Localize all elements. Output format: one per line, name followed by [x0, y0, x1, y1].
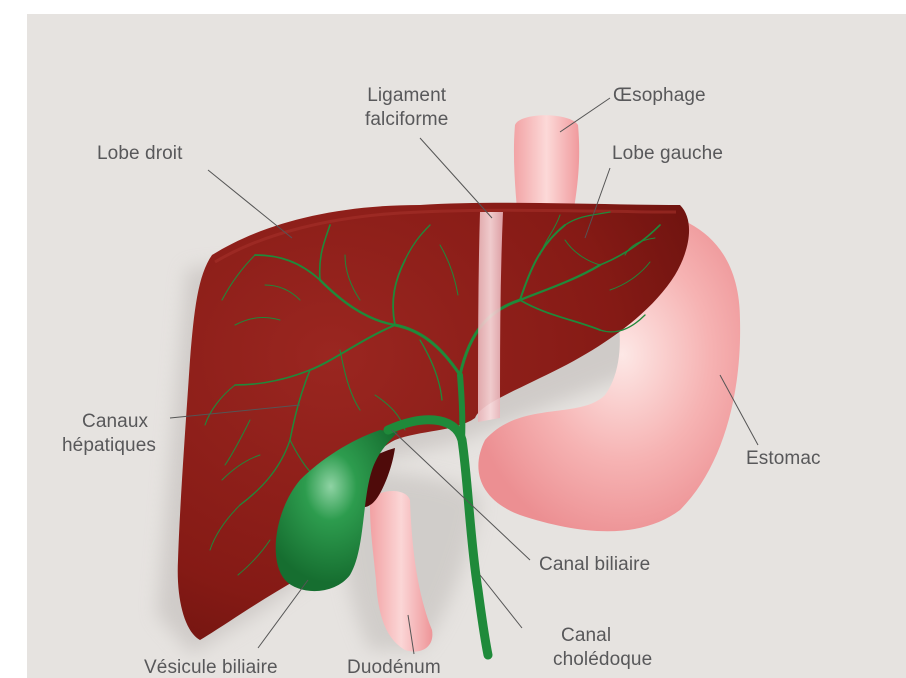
label-duodenum: Duodénum — [347, 656, 441, 678]
label-oesophage-text: Œsophage — [613, 84, 706, 108]
label-oesophage: Œsophage — [613, 84, 706, 108]
label-canal-biliaire: Canal biliaire — [539, 553, 650, 577]
label-estomac: Estomac — [746, 447, 821, 471]
label-ligament-line2: falciforme — [365, 108, 448, 132]
liver-anatomy-figure — [27, 14, 906, 678]
label-lobe-droit: Lobe droit — [97, 142, 183, 166]
label-lobe-droit-text: Lobe droit — [97, 142, 183, 166]
leader-oesophage — [560, 98, 610, 132]
label-canaux-line2: hépatiques — [62, 434, 156, 458]
label-vesicule-biliaire: Vésicule biliaire — [144, 656, 278, 678]
leader-lobe-droit — [208, 170, 292, 238]
label-ligament-line1: Ligament — [365, 84, 448, 108]
label-canaux-hepatiques: Canaux hépatiques — [62, 410, 156, 458]
hepatic-duct-trunk — [460, 375, 462, 440]
label-lobe-gauche: Lobe gauche — [612, 142, 723, 166]
diagram-canvas: Ligament falciforme Œsophage Lobe droit … — [27, 14, 906, 678]
label-ligament-falciforme: Ligament falciforme — [365, 84, 448, 132]
label-canal-biliaire-text: Canal biliaire — [539, 553, 650, 577]
falciform-ligament — [478, 212, 503, 422]
label-duodenum-text: Duodénum — [347, 656, 441, 678]
label-canaux-line1: Canaux — [62, 410, 156, 434]
label-lobe-gauche-text: Lobe gauche — [612, 142, 723, 166]
label-canal-choledoque: Canal cholédoque — [553, 624, 652, 672]
label-estomac-text: Estomac — [746, 447, 821, 471]
label-canal-line2: cholédoque — [553, 648, 652, 672]
label-canal-line1: Canal — [553, 624, 652, 648]
label-vesicule-text: Vésicule biliaire — [144, 656, 278, 678]
